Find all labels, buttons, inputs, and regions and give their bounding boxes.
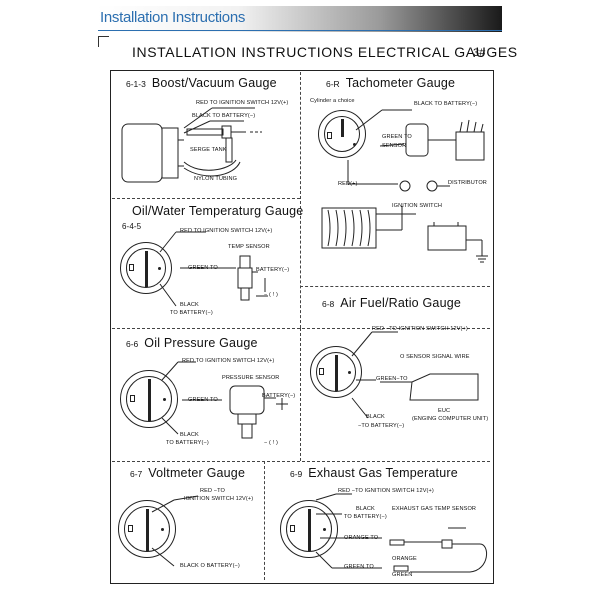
oilpress-gauge-face-icon (120, 370, 178, 428)
label-wire: RED TO IGNITION SWITCH 12V(+) (182, 358, 275, 364)
label-part: SERGE TANK (190, 147, 227, 153)
tach-gauge-face-icon (318, 110, 366, 158)
label-ground: − ( ! ) (264, 292, 278, 298)
label-wire: BATTERY(−) (256, 267, 290, 273)
divider-vertical-top (300, 72, 301, 328)
label-part: DISTRIBUTOR (448, 180, 487, 186)
afr-gauge-face-icon (310, 346, 362, 398)
label-part: TEMP SENSOR (228, 244, 270, 250)
label-wire: BLACK (366, 414, 385, 420)
gauge-needle-icon (335, 355, 338, 391)
label-part: PRESSURE SENSOR (222, 375, 280, 381)
label-wire: IGNITION SWITCH 12V(+) (184, 496, 254, 502)
gauge-needle-icon (341, 119, 344, 137)
gauge-pin-icon (130, 395, 135, 402)
label-wire: RED −TO IGNITION SWITCH 12V(+) (338, 488, 434, 494)
label-wire: GREEN TO (188, 397, 218, 403)
tach-wiring (321, 109, 488, 263)
header-title: Installation Instructions (100, 9, 246, 26)
divider-vertical-mid (300, 328, 301, 461)
label-wire: ORANGE (392, 556, 417, 562)
label-wire: ORANGE TO (344, 535, 379, 541)
divider-right-1 (300, 286, 490, 287)
label-wire: BLACK TO BATTERY(−) (414, 101, 478, 107)
label-wire: −TO BATTERY(−) (358, 423, 405, 429)
label-part: IGNITION SWITCH (392, 203, 442, 209)
gauge-pin-icon (129, 264, 134, 271)
gauge-dot-icon (353, 143, 356, 146)
label-wire: RED TO IGNITION SWITCH 12V(+) (180, 228, 273, 234)
gauge-dot-icon (158, 267, 161, 270)
volt-gauge-face-icon (118, 500, 176, 558)
boost-gauge-side-icon (121, 123, 184, 183)
gauge-dot-icon (163, 398, 166, 401)
label-wire: TO BATTERY(−) (344, 514, 387, 520)
label-wire: BATTERY(−) (262, 393, 296, 399)
gauge-needle-icon (148, 379, 151, 421)
divider-left-1 (112, 198, 300, 199)
label-ground: − ( ! ) (264, 440, 278, 446)
page-number: 3# (473, 47, 486, 59)
gauge-dot-icon (161, 528, 164, 531)
gauge-needle-icon (145, 251, 148, 287)
label-wire: TO BATTERY(−) (170, 310, 213, 316)
diagram-frame (110, 70, 494, 584)
egt-gauge-face-icon (280, 500, 338, 558)
label-wire: RED(+) (338, 181, 358, 187)
label-wire: RED −TO IGNITION SWITCH 12V(+) (372, 326, 468, 332)
label-wire: RED TO IGNITION SWITCH 12V(+) (196, 100, 289, 106)
corner-mark (98, 36, 109, 47)
divider-vertical-bottom (264, 461, 265, 580)
gauge-pin-icon (327, 132, 332, 139)
gauge-dot-icon (323, 528, 326, 531)
gauge-dot-icon (348, 371, 351, 374)
label-wire: GREEN−TO (376, 376, 408, 382)
oilwater-wiring (159, 231, 268, 307)
label-wire: BLACK (180, 432, 199, 438)
label-wire: BLACK (180, 302, 199, 308)
label-part: EXHAUST GAS TEMP SENSOR (392, 506, 477, 512)
boost-wires (183, 107, 262, 177)
gauge-pin-icon (319, 368, 324, 375)
label-part: EUC (438, 408, 451, 414)
label-wire: BLACK O BATTERY(−) (180, 563, 240, 569)
afr-wiring (351, 331, 479, 419)
label-wire: SENSOR (382, 143, 407, 149)
gauge-needle-icon (308, 509, 311, 551)
header-underline (98, 30, 502, 31)
divider-left-2 (112, 328, 490, 329)
header-gradient-bar (96, 6, 502, 32)
label-wire: GREEN (392, 572, 413, 578)
section-title-oilwater: Oil/Water Temperaturg Gauge (132, 204, 304, 218)
label-wire: BLACK (356, 506, 375, 512)
oilwater-gauge-face-icon (120, 242, 172, 294)
label-wire: GREEN TO (344, 564, 374, 570)
main-title: INSTALLATION INSTRUCTIONS ELECTRICAL GAU… (132, 44, 518, 60)
label-part: (ENGING COMPUTER UNIT) (412, 416, 489, 422)
gauge-pin-icon (128, 525, 133, 532)
oilpress-wiring (161, 361, 288, 439)
label-wire: BLACK TO BATTERY(−) (192, 113, 256, 119)
gauge-pin-icon (290, 525, 295, 532)
label-part: NYLON TUBING (194, 176, 238, 182)
label-wire: GREEN TO (382, 134, 412, 140)
label-wire: GREEN TO (188, 265, 218, 271)
label-note: Cylinder a choice (310, 98, 355, 104)
label-wire: RED −TO (200, 488, 225, 494)
label-wire: O SENSOR SIGNAL WIRE (400, 354, 470, 360)
section-number-oilwater: 6-4-5 (122, 222, 142, 231)
divider-bottom (112, 461, 490, 462)
gauge-needle-icon (146, 509, 149, 551)
label-wire: TO BATTERY(−) (166, 440, 209, 446)
